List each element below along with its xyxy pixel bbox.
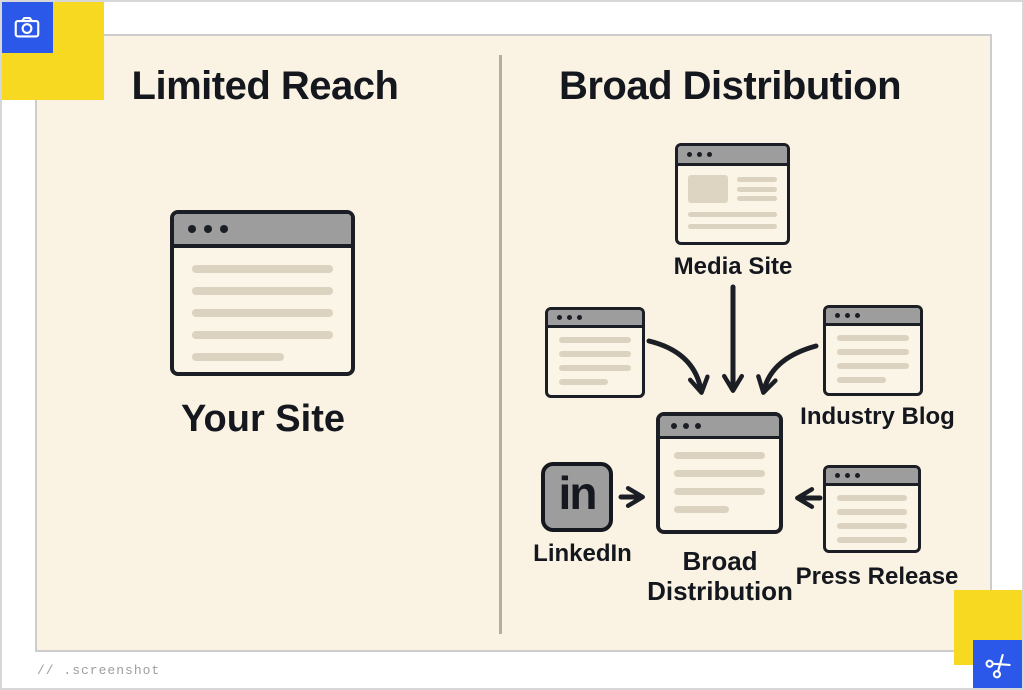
placeholder-line	[688, 212, 777, 217]
panel-divider	[499, 55, 502, 634]
placeholder-line	[837, 495, 907, 501]
left-panel-title: Limited Reach	[131, 64, 399, 108]
placeholder-line	[737, 196, 777, 201]
media-site-label: Media Site	[673, 253, 793, 280]
camera-button[interactable]	[0, 0, 53, 53]
window-dot	[845, 313, 850, 318]
camera-icon	[14, 16, 39, 37]
linkedin-label: LinkedIn	[533, 540, 632, 567]
window-dot	[557, 315, 562, 320]
window-titlebar	[826, 468, 918, 486]
window-dot	[707, 152, 712, 157]
window-content	[826, 486, 918, 550]
placeholder-line	[559, 351, 631, 357]
linkedin-icon: in	[541, 462, 613, 532]
window-dot	[577, 315, 582, 320]
window-dot	[567, 315, 572, 320]
window-dot	[835, 473, 840, 478]
placeholder-line	[737, 177, 777, 182]
window-dot	[855, 473, 860, 478]
placeholder-line	[674, 488, 765, 495]
industry-blog-label: Industry Blog	[800, 403, 955, 430]
placeholder-line	[837, 523, 907, 529]
window-dot	[695, 423, 701, 429]
placeholder-line	[837, 377, 886, 383]
window-titlebar	[660, 416, 779, 439]
placeholder-line	[192, 309, 333, 317]
image-placeholder	[688, 175, 728, 203]
placeholder-line	[674, 470, 765, 477]
window-content	[548, 328, 642, 394]
placeholder-line	[559, 379, 608, 385]
window-titlebar	[678, 146, 787, 166]
broad-distribution-hub-window	[656, 412, 783, 534]
window-dot	[683, 423, 689, 429]
footer-watermark: // .screenshot	[37, 663, 161, 678]
placeholder-line	[192, 287, 333, 295]
window-content	[660, 439, 779, 526]
right-panel-title: Broad Distribution	[558, 64, 902, 108]
window-dot	[687, 152, 692, 157]
placeholder-line	[674, 452, 765, 459]
placeholder-line	[837, 349, 909, 355]
industry-blog-window	[823, 305, 923, 396]
placeholder-line	[192, 331, 333, 339]
placeholder-line	[688, 224, 777, 229]
window-dot	[220, 225, 228, 233]
scissors-button[interactable]	[973, 640, 1024, 690]
placeholder-line	[837, 363, 909, 369]
placeholder-line	[837, 537, 907, 543]
window-dot	[855, 313, 860, 318]
placeholder-line	[559, 365, 631, 371]
placeholder-line	[837, 335, 909, 341]
window-dot	[188, 225, 196, 233]
window-dot	[835, 313, 840, 318]
press-release-label: Press Release	[795, 563, 959, 590]
window-dot	[697, 152, 702, 157]
placeholder-line	[737, 186, 777, 192]
placeholder-line	[837, 509, 907, 515]
your-site-label: Your Site	[181, 398, 345, 440]
satellite-window	[545, 307, 645, 398]
press-release-window	[823, 465, 921, 553]
window-titlebar	[548, 310, 642, 328]
hub-label: Broad Distribution	[647, 546, 793, 606]
window-content	[826, 326, 920, 392]
media-site-window	[675, 143, 790, 245]
placeholder-line	[674, 506, 729, 513]
scissors-icon	[985, 653, 1011, 679]
linkedin-glyph: in	[558, 467, 598, 519]
placeholder-line	[192, 265, 333, 273]
window-titlebar	[174, 214, 351, 248]
placeholder-line	[192, 353, 284, 361]
window-dot	[671, 423, 677, 429]
window-content	[678, 166, 787, 238]
window-content	[174, 248, 351, 372]
placeholder-line	[559, 337, 631, 343]
window-dot	[204, 225, 212, 233]
window-dot	[845, 473, 850, 478]
window-titlebar	[826, 308, 920, 326]
your-site-window	[170, 210, 355, 376]
